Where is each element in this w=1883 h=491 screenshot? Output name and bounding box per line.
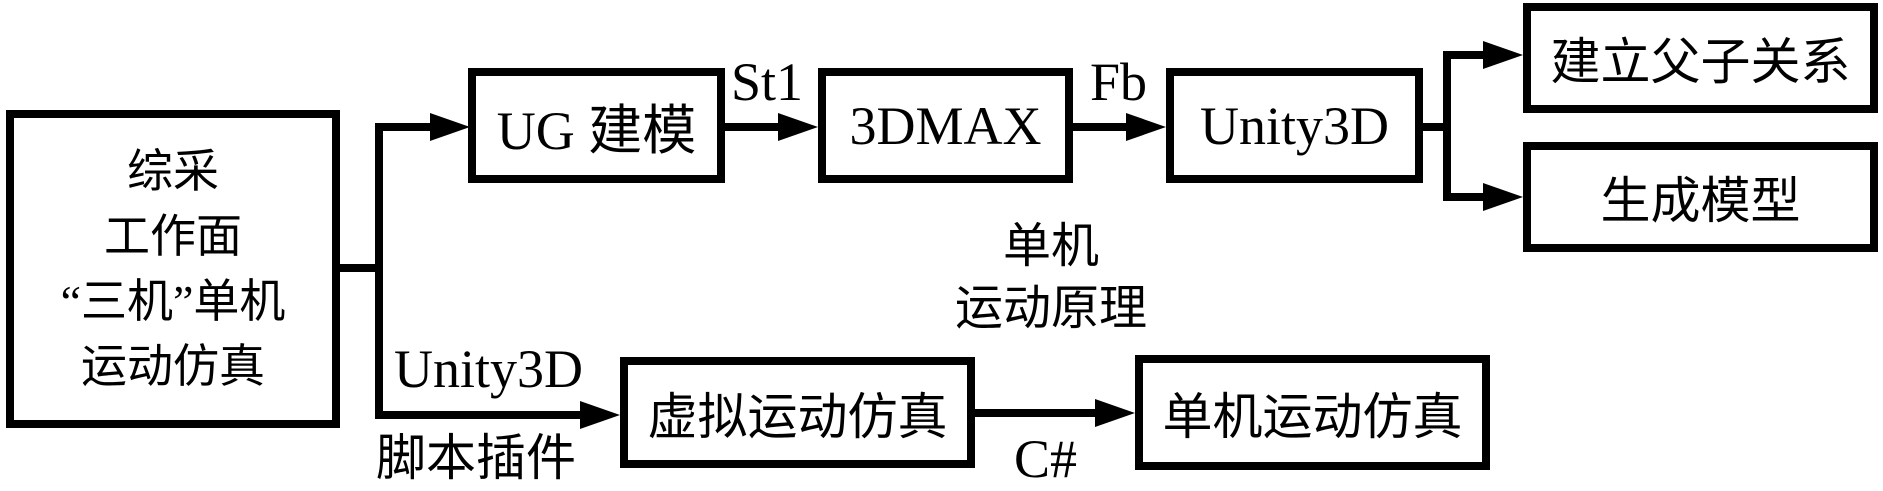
- root-box: 综采 工作面 “三机”单机 运动仿真: [6, 110, 340, 428]
- middle-note-line: 单机: [1002, 220, 1099, 273]
- connector-root-stub: [338, 264, 383, 272]
- generate-model-box-label: 生成模型: [1600, 173, 1801, 229]
- root-box-line: “三机”单机: [60, 276, 286, 327]
- edge-ug-to-3dmax: [725, 123, 780, 131]
- arrowhead-to-virtual-sim: [580, 401, 620, 429]
- connector-unity-stub: [1423, 123, 1451, 131]
- edge-to-generate-model: [1443, 193, 1485, 201]
- middle-note-line: 运动原理: [954, 282, 1147, 335]
- arrowhead-to-unity: [1126, 113, 1166, 141]
- single-sim-box: 单机运动仿真: [1135, 355, 1490, 470]
- arrowhead-to-3dmax: [778, 113, 818, 141]
- ug-box-label: UG 建模: [496, 101, 697, 161]
- edge-virtual-to-single: [975, 409, 1097, 417]
- unity-box-label: Unity3D: [1200, 95, 1389, 156]
- st1-edge-label: St1: [731, 52, 804, 112]
- arrowhead-to-ug: [430, 113, 470, 141]
- edge-root-to-ug: [375, 123, 430, 131]
- arrowhead-to-parent-child: [1483, 41, 1523, 69]
- parent-child-box-label: 建立父子关系: [1550, 34, 1851, 90]
- middle-note: 单机 运动原理: [900, 216, 1202, 340]
- root-box-line: 运动仿真: [81, 341, 265, 392]
- connector-right-vertical: [1443, 51, 1451, 201]
- script-plugin-edge-label: 脚本插件: [376, 430, 576, 486]
- edge-root-to-virtual-sim: [375, 411, 582, 419]
- edge-3dmax-to-unity: [1073, 123, 1128, 131]
- virtual-sim-box-label: 虚拟运动仿真: [647, 388, 948, 445]
- connector-left-vertical: [375, 123, 383, 419]
- root-box-line: 工作面: [104, 211, 242, 262]
- dmax-box: 3DMAX: [818, 68, 1073, 183]
- unity-box: Unity3D: [1166, 68, 1423, 183]
- fb-edge-label: Fb: [1090, 52, 1148, 112]
- single-sim-box-label: 单机运动仿真: [1162, 388, 1463, 445]
- root-box-line: 综采: [127, 146, 219, 197]
- edge-to-parent-child: [1443, 51, 1485, 59]
- csharp-edge-label: C#: [1014, 429, 1078, 489]
- arrowhead-to-generate-model: [1483, 183, 1523, 211]
- unity3d-edge-label: Unity3D: [394, 339, 583, 399]
- parent-child-box: 建立父子关系: [1523, 3, 1878, 113]
- arrowhead-to-single-sim: [1095, 399, 1135, 427]
- ug-box: UG 建模: [468, 68, 725, 183]
- virtual-sim-box: 虚拟运动仿真: [620, 357, 975, 468]
- dmax-box-label: 3DMAX: [849, 95, 1042, 156]
- generate-model-box: 生成模型: [1523, 142, 1878, 252]
